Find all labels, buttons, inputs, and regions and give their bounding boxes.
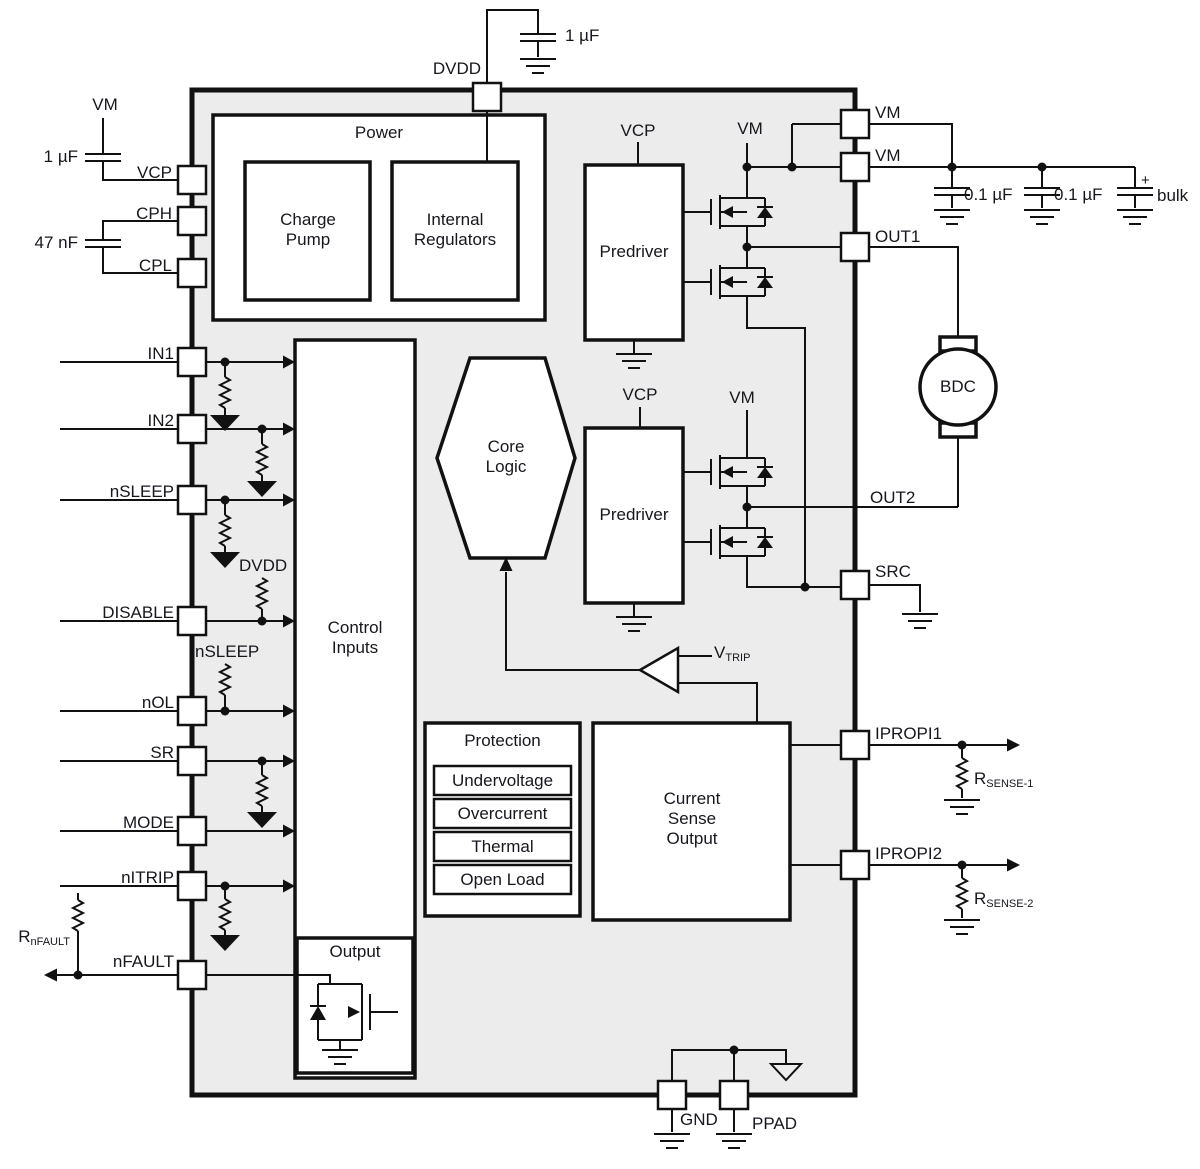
pin-label-dvdd: DVDD [432, 59, 481, 78]
pin-label-nfault: nFAULT [112, 952, 174, 971]
pin-label-out1: OUT1 [875, 227, 921, 246]
pin-disable [176, 605, 208, 637]
pin-vcp [176, 164, 208, 196]
vm-top-label: VM [737, 119, 763, 138]
pin-label-cph: CPH [136, 204, 172, 223]
internal-regulators-label: Internal Regulators [413, 210, 497, 249]
vcp-top-label: VCP [620, 121, 656, 140]
protection-item-thermal: Thermal [471, 837, 534, 856]
r-sense2-label: RSENSE-2 [974, 889, 1034, 910]
charge-pump-label: Charge Pump [280, 210, 336, 249]
pin-label-out2: OUT2 [870, 488, 916, 507]
pin-nol [176, 695, 208, 727]
arrowheads [44, 355, 1020, 982]
predriver-bottom-label: Predriver [599, 505, 669, 524]
block-outlines [211, 113, 792, 1080]
pin-nsleep [176, 484, 208, 516]
current-sense-block [591, 721, 792, 922]
pin-cph [176, 205, 208, 237]
protection-item-overcurrent: Overcurrent [457, 804, 548, 823]
pin-out1 [839, 231, 871, 263]
cap-vcp-label: 1 µF [43, 147, 78, 166]
cap-dvdd-label: 1 µF [565, 26, 600, 45]
wires [50, 9, 1153, 1132]
cap-vm1-label: 0.1 µF [964, 185, 1013, 204]
pin-label-vm2: VM [875, 146, 901, 165]
power-block-title: Power [354, 123, 404, 142]
bdc-motor-label: BDC [940, 377, 976, 396]
vtrip-label: VTRIP [714, 643, 751, 664]
pin-label-ppad: PPAD [752, 1114, 798, 1133]
pin-label-ipropi1: IPROPI1 [875, 724, 943, 743]
pin-squares [176, 81, 871, 1111]
protection-item-openload: Open Load [460, 870, 545, 889]
protection-undervoltage-box [432, 764, 573, 797]
pin-dvdd [471, 81, 503, 113]
pin-label-nol: nOL [141, 693, 174, 712]
bulk-cap-plus-label: + [1141, 172, 1150, 189]
pin-label-in1: IN1 [147, 344, 174, 363]
vm-supply-label: VM [92, 95, 118, 114]
pin-ipropi2 [839, 849, 871, 881]
core-logic-label: Core Logic [485, 437, 527, 476]
protection-overcurrent-box [432, 797, 573, 830]
pin-mode [176, 815, 208, 847]
pin-label-nsleep: nSLEEP [109, 482, 174, 501]
cap-cp-label: 47 nF [34, 233, 78, 252]
pin-ipropi1 [839, 729, 871, 761]
predriver-top-label: Predriver [599, 242, 669, 261]
pin-nfault [176, 959, 208, 991]
pin-in2 [176, 413, 208, 445]
vcp-bottom-label: VCP [622, 385, 658, 404]
pin-gnd [656, 1079, 688, 1111]
nsleep-pullup-label: nSLEEP [195, 642, 260, 661]
fault-fet-diode [310, 1005, 360, 1020]
dvdd-pullup-label: DVDD [239, 556, 288, 575]
pin-vm2 [839, 151, 871, 183]
pin-label-mode: MODE [123, 813, 174, 832]
junction-dots [73, 162, 1047, 1055]
pin-label-gnd: GND [680, 1110, 718, 1129]
pin-label-vcp: VCP [137, 163, 172, 182]
vm-bottom-label: VM [729, 388, 755, 407]
logic-ground-icon [768, 1063, 804, 1082]
pin-label-sr: SR [150, 743, 174, 762]
predriver-top-block [583, 163, 685, 342]
predriver-bottom-block [583, 426, 685, 605]
charge-pump-block [243, 160, 372, 302]
current-sense-label: Current Sense Output [663, 789, 721, 848]
pin-nitrip [176, 870, 208, 902]
pin-label-nitrip: nITRIP [121, 868, 174, 887]
r-nfault-label: RnFAULT [18, 927, 70, 948]
output-block-label: Output [329, 942, 381, 961]
pin-label-ipropi2: IPROPI2 [875, 844, 943, 863]
pin-in1 [176, 346, 208, 378]
pin-vm1 [839, 108, 871, 140]
bdc-motor-symbol [918, 335, 998, 439]
protection-item-undervoltage: Undervoltage [451, 771, 554, 790]
vtrip-comparator [637, 645, 680, 695]
pin-ppad [718, 1079, 750, 1111]
core-logic-hexagon [435, 356, 577, 560]
pin-label-in2: IN2 [147, 411, 174, 430]
pin-label-vm1: VM [875, 103, 901, 122]
pin-sr [176, 745, 208, 777]
pin-src [839, 569, 871, 601]
protection-title: Protection [464, 731, 541, 750]
cap-vm2-label: 0.1 µF [1054, 185, 1103, 204]
protection-thermal-box [432, 830, 573, 863]
pin-label-src: SRC [875, 562, 911, 581]
bulk-cap-label: bulk [1157, 186, 1189, 205]
internal-regulators-block [390, 160, 520, 302]
r-sense1-label: RSENSE-1 [974, 769, 1034, 790]
control-inputs-label: Control Inputs [327, 618, 383, 657]
protection-openload-box [432, 863, 573, 896]
pin-label-cpl: CPL [138, 256, 172, 275]
pin-label-disable: DISABLE [102, 603, 174, 622]
pin-cpl [176, 257, 208, 289]
